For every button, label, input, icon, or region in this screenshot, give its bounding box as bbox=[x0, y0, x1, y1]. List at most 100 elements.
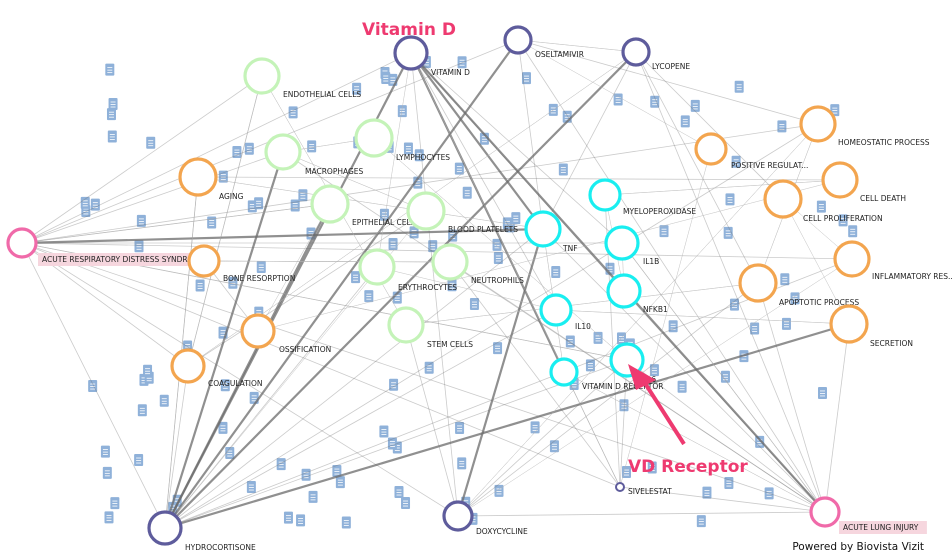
document-icon[interactable] bbox=[649, 364, 659, 377]
node-circle-doxy[interactable] bbox=[442, 500, 474, 532]
node-circle-bone[interactable] bbox=[187, 244, 221, 278]
node-circle-prolif[interactable] bbox=[763, 179, 803, 219]
node-secr[interactable]: SECRETION bbox=[829, 304, 913, 348]
document-icon[interactable] bbox=[195, 279, 205, 292]
node-il1b[interactable]: IL1B bbox=[604, 225, 659, 266]
node-inflam[interactable]: INFLAMMATORY RES... bbox=[833, 240, 952, 281]
document-icon[interactable] bbox=[308, 490, 318, 503]
node-circle-endo[interactable] bbox=[243, 57, 281, 95]
document-icon[interactable] bbox=[228, 276, 238, 289]
node-circle-hydro[interactable] bbox=[147, 510, 183, 546]
document-icon[interactable] bbox=[818, 386, 828, 399]
document-icon[interactable] bbox=[90, 198, 100, 211]
node-circle-posreg[interactable] bbox=[694, 132, 728, 166]
document-icon[interactable] bbox=[647, 461, 657, 474]
document-icon[interactable] bbox=[777, 120, 787, 133]
document-icon[interactable] bbox=[232, 146, 242, 159]
document-icon[interactable] bbox=[379, 208, 389, 221]
document-icon[interactable] bbox=[106, 108, 116, 121]
document-icon[interactable] bbox=[724, 477, 734, 490]
document-icon[interactable] bbox=[146, 136, 156, 149]
document-icon[interactable] bbox=[105, 63, 115, 76]
node-circle-homeo[interactable] bbox=[799, 105, 837, 143]
document-icon[interactable] bbox=[254, 197, 264, 210]
node-death[interactable]: CELL DEATH bbox=[821, 161, 906, 203]
node-hydro[interactable]: HYDROCORTISONE bbox=[147, 510, 256, 552]
document-icon[interactable] bbox=[619, 399, 629, 412]
document-icon[interactable] bbox=[134, 240, 144, 253]
document-icon[interactable] bbox=[397, 105, 407, 118]
node-vitd[interactable]: VITAMIN D bbox=[393, 35, 470, 77]
node-circle-stem[interactable] bbox=[387, 306, 425, 344]
node-apop[interactable]: APOPTOTIC PROCESS bbox=[738, 263, 859, 307]
node-plate[interactable]: BLOOD PLATELETS bbox=[406, 191, 518, 234]
document-icon[interactable] bbox=[401, 497, 411, 510]
node-tnf[interactable]: TNF bbox=[524, 210, 578, 253]
document-icon[interactable] bbox=[134, 454, 144, 467]
document-icon[interactable] bbox=[585, 359, 595, 372]
node-circle-macro[interactable] bbox=[264, 133, 302, 171]
document-icon[interactable] bbox=[351, 271, 361, 284]
document-icon[interactable] bbox=[389, 378, 399, 391]
node-aging[interactable]: AGING bbox=[178, 157, 244, 201]
node-circle-osel[interactable] bbox=[503, 25, 533, 55]
document-icon[interactable] bbox=[413, 176, 423, 189]
node-vdr[interactable]: VITAMIN D RECEPTOR bbox=[549, 357, 663, 391]
node-circle-vdr[interactable] bbox=[549, 357, 579, 387]
node-circle-ossif[interactable] bbox=[240, 313, 276, 349]
document-icon[interactable] bbox=[137, 404, 147, 417]
node-endo[interactable]: ENDOTHELIAL CELLS bbox=[243, 57, 361, 99]
document-icon[interactable] bbox=[381, 72, 391, 85]
document-icon[interactable] bbox=[621, 466, 631, 479]
node-homeo[interactable]: HOMEOSTATIC PROCESS bbox=[799, 105, 930, 147]
document-icon[interactable] bbox=[288, 106, 298, 119]
document-icon[interactable] bbox=[677, 380, 687, 393]
node-doxy[interactable]: DOXYCYCLINE bbox=[442, 500, 528, 536]
document-icon[interactable] bbox=[341, 516, 351, 529]
document-icon[interactable] bbox=[276, 458, 286, 471]
node-il10[interactable]: IL10 bbox=[539, 293, 591, 331]
document-icon[interactable] bbox=[816, 200, 826, 213]
document-icon[interactable] bbox=[296, 514, 306, 527]
document-icon[interactable] bbox=[734, 80, 744, 93]
document-icon[interactable] bbox=[220, 379, 230, 392]
document-icon[interactable] bbox=[764, 487, 774, 500]
document-icon[interactable] bbox=[696, 515, 706, 528]
node-lyco[interactable]: LYCOPENE bbox=[621, 37, 690, 71]
document-icon[interactable] bbox=[414, 149, 424, 162]
document-icon[interactable] bbox=[218, 170, 228, 183]
document-icon[interactable] bbox=[729, 298, 739, 311]
node-neut[interactable]: NEUTROPHILS bbox=[431, 243, 524, 285]
document-icon[interactable] bbox=[848, 225, 858, 238]
document-icon[interactable] bbox=[256, 261, 266, 274]
node-circle-inflam[interactable] bbox=[833, 240, 871, 278]
document-icon[interactable] bbox=[723, 226, 733, 239]
node-circle-aging[interactable] bbox=[178, 157, 218, 197]
document-icon[interactable] bbox=[387, 437, 397, 450]
document-icon[interactable] bbox=[298, 189, 308, 202]
document-icon[interactable] bbox=[102, 466, 112, 479]
node-circle-coag[interactable] bbox=[170, 348, 206, 384]
document-icon[interactable] bbox=[307, 140, 317, 153]
node-circle-lyco[interactable] bbox=[621, 37, 651, 67]
document-icon[interactable] bbox=[104, 511, 114, 524]
node-ossif[interactable]: OSSIFICATION bbox=[240, 313, 331, 354]
document-icon[interactable] bbox=[424, 361, 434, 374]
node-nfkb1[interactable]: NFKB1 bbox=[606, 273, 668, 314]
document-icon[interactable] bbox=[616, 332, 626, 345]
document-icon[interactable] bbox=[750, 322, 760, 335]
document-icon[interactable] bbox=[403, 142, 413, 155]
node-bone[interactable]: BONE RESORPTION bbox=[187, 244, 295, 283]
document-icon[interactable] bbox=[702, 486, 712, 499]
document-icon[interactable] bbox=[332, 465, 342, 478]
node-circle-vitd[interactable] bbox=[393, 35, 429, 71]
document-icon[interactable] bbox=[110, 497, 120, 510]
document-icon[interactable] bbox=[502, 217, 512, 230]
document-icon[interactable] bbox=[659, 225, 669, 238]
node-ards[interactable]: ACUTE RESPIRATORY DISTRESS SYNDROME bbox=[6, 227, 211, 266]
document-icon[interactable] bbox=[521, 72, 531, 85]
node-prolif[interactable]: CELL PROLIFERATION bbox=[763, 179, 883, 223]
document-icon[interactable] bbox=[725, 193, 735, 206]
document-icon[interactable] bbox=[108, 98, 118, 111]
document-icon[interactable] bbox=[379, 425, 389, 438]
